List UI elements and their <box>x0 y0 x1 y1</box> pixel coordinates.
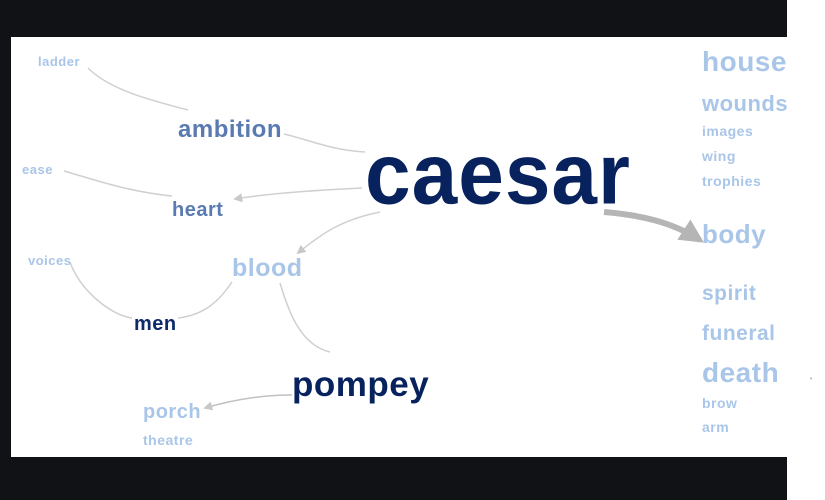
word-arm: arm <box>702 419 730 435</box>
word-spirit: spirit <box>702 282 757 305</box>
word-death: death <box>702 357 780 388</box>
top-frame-bar <box>0 0 787 37</box>
word-ease: ease <box>22 162 53 177</box>
word-men: men <box>134 313 177 335</box>
left-frame-bar <box>0 37 11 457</box>
word-heart: heart <box>172 199 224 221</box>
word-theatre: theatre <box>143 432 194 448</box>
bottom-frame-bar <box>0 457 787 500</box>
word-body: body <box>702 219 767 249</box>
word-pompey: pompey <box>292 365 430 404</box>
word-images: images <box>702 123 754 139</box>
word-ambition: ambition <box>178 116 282 143</box>
word-blood: blood <box>232 254 303 282</box>
word-house: house <box>702 46 787 77</box>
word-porch: porch <box>143 401 202 423</box>
word-wing: wing <box>702 148 736 164</box>
edge-mark: ‘ <box>810 376 813 387</box>
word-wounds: wounds <box>702 91 789 116</box>
word-ladder: ladder <box>38 54 81 69</box>
word-funeral: funeral <box>702 322 776 345</box>
word-trophies: trophies <box>702 173 762 189</box>
word-brow: brow <box>702 395 738 411</box>
word-caesar: caesar <box>365 126 631 223</box>
word-voices: voices <box>28 253 72 268</box>
